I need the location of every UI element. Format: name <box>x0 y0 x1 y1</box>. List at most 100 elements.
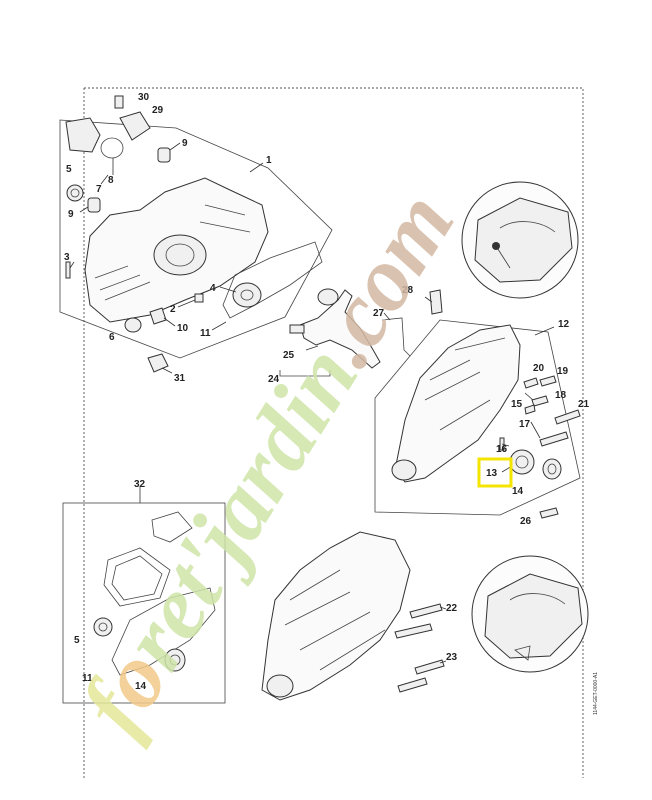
callout-25: 25 <box>283 350 295 361</box>
detail-circle-bottom <box>471 555 589 673</box>
stud-22a <box>409 603 443 619</box>
plug-9a <box>157 147 171 163</box>
tube-27 <box>381 317 411 357</box>
callout-16: 16 <box>496 444 508 455</box>
callout-14: 14 <box>512 486 524 497</box>
callout-9b: 9 <box>68 209 74 220</box>
callout-4: 4 <box>210 283 216 294</box>
connecting-rod-eye <box>317 288 339 306</box>
seal-14b <box>164 648 186 672</box>
highlight-box <box>477 457 513 488</box>
sleeve-20 <box>523 377 539 389</box>
screw-26 <box>539 507 559 519</box>
callout-20: 20 <box>533 363 545 374</box>
crankshaft-group <box>279 288 381 377</box>
sleeve-2 <box>194 293 204 303</box>
stud-28 <box>429 289 443 315</box>
gasket-cylinder <box>103 547 171 607</box>
crankcase-right-ribs <box>424 337 506 431</box>
leader <box>163 317 176 327</box>
group-outline-32 <box>62 502 226 704</box>
seal-14b-inner <box>169 654 181 666</box>
callout-27: 27 <box>373 308 385 319</box>
crankcase-left-group <box>59 95 333 373</box>
callout-5b: 5 <box>74 635 80 646</box>
callout-19: 19 <box>557 366 569 377</box>
crankcase-bottom <box>261 531 411 701</box>
bearing-13-inner <box>515 455 529 469</box>
gasket-large <box>111 587 216 676</box>
leader <box>100 174 109 185</box>
seal-5b <box>93 617 113 637</box>
detail-bottom-part <box>484 573 583 659</box>
callout-11b: 11 <box>82 673 93 684</box>
document-code: 1144-GET-0000-A1 <box>593 672 599 715</box>
stud-23a <box>414 659 445 675</box>
gasket-set-group <box>62 502 226 704</box>
sleeve-18 <box>531 395 549 407</box>
callout-18: 18 <box>555 390 567 401</box>
leader <box>439 660 447 664</box>
bracket-29 <box>119 111 151 141</box>
callout-24: 24 <box>268 374 280 385</box>
clip-31 <box>147 353 169 373</box>
crankcase-left-bore-inner <box>165 243 195 267</box>
callout-13: 13 <box>486 468 498 479</box>
callout-9a: 9 <box>182 138 188 149</box>
oil-seal-4 <box>232 282 262 308</box>
gasket-cylinder-inner <box>111 555 163 601</box>
detail-bottom-mark <box>514 645 531 661</box>
callout-6: 6 <box>109 332 115 343</box>
gasket-small <box>151 511 193 543</box>
leader <box>534 326 555 336</box>
leader <box>79 206 89 213</box>
crankcase-bottom-bore <box>266 674 294 698</box>
crankshaft <box>299 289 381 369</box>
bearing-13 <box>509 449 535 475</box>
crankcase-left-bore <box>153 234 207 276</box>
leader <box>219 286 237 293</box>
detail-bottom-arc <box>509 593 566 605</box>
callout-5: 5 <box>66 164 72 175</box>
detail-circle-top <box>461 181 579 299</box>
leader <box>69 261 75 269</box>
detail-top-arc <box>499 221 556 233</box>
callout-23: 23 <box>446 652 458 663</box>
callout-26: 26 <box>520 516 532 527</box>
diagram-frame <box>83 87 584 778</box>
crankcase-right-group <box>374 289 581 519</box>
leader <box>439 606 447 610</box>
callout-2: 2 <box>170 304 176 315</box>
callout-7: 7 <box>96 184 102 195</box>
callout-32: 32 <box>134 479 146 490</box>
seal-14-inner <box>547 463 557 475</box>
callout-14b: 14 <box>135 681 147 692</box>
stud-21 <box>554 409 581 425</box>
o-ring-8 <box>100 137 124 159</box>
callout-10: 10 <box>177 323 189 334</box>
callout-11: 11 <box>200 328 211 339</box>
seal-5-inner <box>70 188 80 198</box>
bracket-24 <box>279 370 331 377</box>
seal-14 <box>542 458 562 480</box>
plug-9b <box>87 197 101 213</box>
crankcase-right <box>394 324 521 483</box>
leader <box>305 345 319 351</box>
leader <box>524 392 534 401</box>
callout-1: 1 <box>266 155 272 166</box>
gasket-upper <box>222 241 323 319</box>
sleeve-19 <box>539 375 557 387</box>
stud-17 <box>539 431 569 447</box>
callout-12: 12 <box>558 319 570 330</box>
leader <box>177 299 196 308</box>
leader <box>161 367 173 374</box>
callout-17: 17 <box>519 419 531 430</box>
leader <box>249 162 264 173</box>
leader <box>169 142 181 151</box>
group-outline-12 <box>374 319 581 516</box>
callout-15: 15 <box>511 399 523 410</box>
seal-5 <box>66 184 84 202</box>
callout-22: 22 <box>446 603 458 614</box>
detail-top-part <box>474 197 573 283</box>
